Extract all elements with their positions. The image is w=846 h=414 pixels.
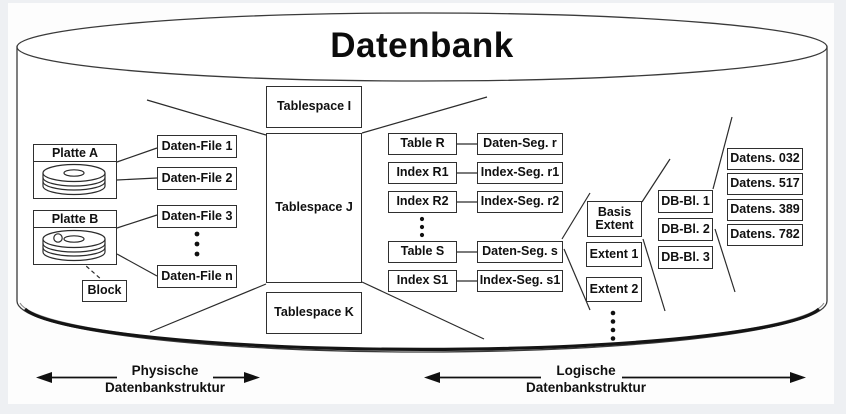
disk-icon: [42, 163, 106, 196]
record-box: Datens. 517: [727, 173, 803, 195]
record-box: Datens. 782: [727, 224, 803, 246]
arrowhead-left-physical: [36, 372, 52, 383]
record-box: Datens. 389: [727, 199, 803, 221]
arrowhead-right-physical: [244, 372, 260, 383]
legend-logical-line1: Logische: [556, 363, 616, 378]
legend-arrowheads: [36, 372, 806, 383]
daten-file-box: Daten-File 2: [157, 167, 237, 190]
tablespace-box: Tablespace I: [266, 86, 362, 128]
arrowhead-left-logical: [424, 372, 440, 383]
platte-b-label: Platte B: [34, 211, 116, 228]
segment-box: Index-Seg. r1: [477, 162, 563, 184]
segment-box: Index-Seg. s1: [477, 270, 563, 292]
segment-box: Daten-Seg. r: [477, 133, 563, 155]
block-marker-icon: [53, 233, 63, 243]
legend-physical-line1: Physische: [131, 363, 199, 378]
cylinder-bottom-edge: [23, 307, 821, 351]
daten-file-box: Daten-File n: [157, 265, 237, 288]
table-box: Index R1: [388, 162, 457, 184]
tablespace-box: Tablespace J: [266, 133, 362, 283]
ellipsis-dots: [194, 216, 616, 341]
table-box: Index S1: [388, 270, 457, 292]
arrowhead-right-logical: [790, 372, 806, 383]
legend-logical-structure: Logische Datenbankstruktur: [506, 363, 666, 396]
platte-b-box: Platte B: [33, 210, 117, 265]
daten-file-box: Daten-File 3: [157, 205, 237, 228]
db-block-box: DB-Bl. 1: [658, 190, 713, 213]
connector-lines: [59, 96, 736, 340]
extent-box: Extent 1: [586, 242, 642, 267]
legend-physical-structure: Physische Datenbankstruktur: [85, 363, 245, 396]
table-box: Table R: [388, 133, 457, 155]
table-box: Index R2: [388, 191, 457, 213]
legend-logical-line2: Datenbankstruktur: [525, 379, 647, 395]
daten-file-box: Daten-File 1: [157, 135, 237, 158]
db-block-box: DB-Bl. 3: [658, 246, 713, 269]
disk-icon: [42, 229, 106, 262]
db-block-box: DB-Bl. 2: [658, 218, 713, 241]
extent-box: Basis Extent: [587, 201, 642, 237]
extent-box: Extent 2: [586, 277, 642, 302]
page-title: Datenbank: [330, 26, 514, 65]
platte-a-box: Platte A: [33, 144, 117, 199]
legend-physical-line2: Datenbankstruktur: [104, 379, 226, 395]
segment-box: Index-Seg. r2: [477, 191, 563, 213]
platte-a-label: Platte A: [34, 145, 116, 162]
segment-box: Daten-Seg. s: [477, 241, 563, 263]
table-box: Table S: [388, 241, 457, 263]
record-box: Datens. 032: [727, 148, 803, 170]
block-box: Block: [82, 280, 127, 302]
database-cylinder-top: [16, 12, 828, 82]
tablespace-box: Tablespace K: [266, 292, 362, 334]
